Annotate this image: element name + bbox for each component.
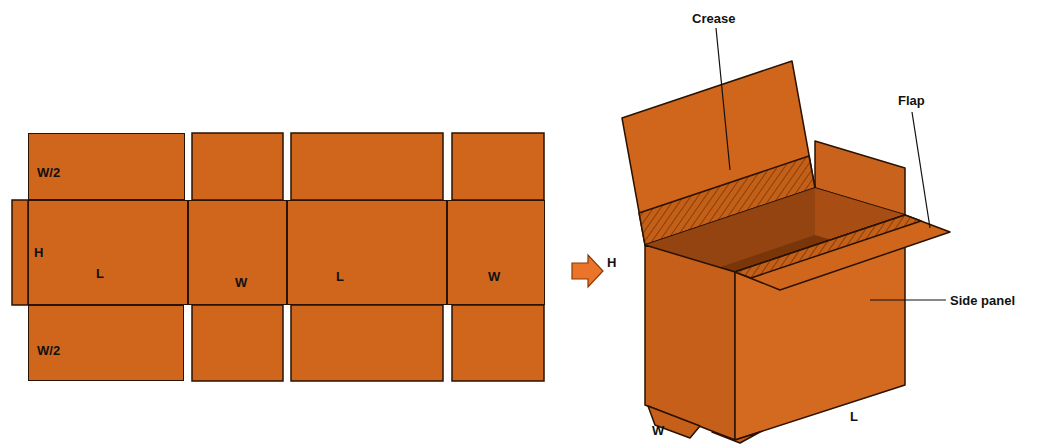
dimension-label: W/2: [37, 344, 60, 357]
top-flap: [192, 133, 283, 200]
blank-panel: HL: [28, 200, 188, 305]
leader-lines: [716, 28, 946, 300]
part-label: Side panel: [950, 294, 1015, 307]
right-flap: [735, 215, 950, 290]
bottom-flap: [291, 305, 443, 381]
part-label: L: [850, 410, 858, 423]
leader-line: [912, 112, 930, 228]
blank-panel: W: [188, 200, 287, 305]
part-label: Flap: [898, 94, 925, 107]
glue-tab: [12, 200, 28, 305]
dimension-label: L: [96, 267, 104, 280]
leader-line: [716, 28, 730, 170]
dimension-label: H: [34, 246, 43, 259]
dimension-label: W: [488, 270, 500, 283]
bottom-flap: [712, 432, 760, 443]
blank-panel: L: [287, 200, 447, 305]
crease-hatch: [735, 215, 921, 278]
leader-line: [870, 299, 946, 300]
part-label: W: [652, 424, 664, 437]
folded-box: [622, 61, 950, 443]
dimension-label: W: [235, 276, 247, 289]
fold-arrow: [572, 255, 603, 287]
blank-panel: W: [447, 200, 545, 305]
part-label: Crease: [692, 12, 735, 25]
top-flap: [452, 133, 544, 200]
bottom-flap: [452, 305, 544, 381]
end-panel: [645, 245, 735, 440]
blank-panel: W/2: [28, 133, 185, 200]
bottom-flap: [648, 406, 700, 438]
bottom-flap: [192, 305, 283, 381]
dimension-label: L: [336, 270, 344, 283]
blank-flaps: [12, 133, 544, 381]
dimension-label: W/2: [37, 166, 60, 179]
part-label: H: [607, 256, 616, 269]
blank-panel: W/2: [28, 305, 184, 381]
top-flap: [291, 133, 443, 200]
